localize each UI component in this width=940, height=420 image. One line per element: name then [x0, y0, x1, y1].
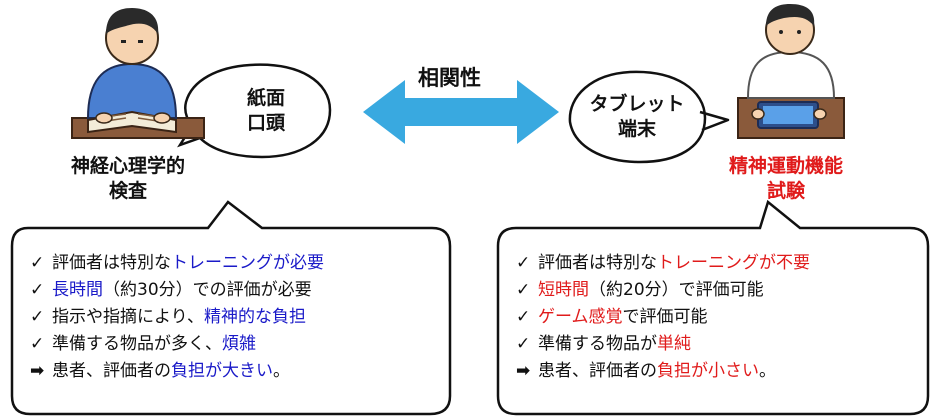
arrow-right-icon: ➡	[516, 361, 531, 381]
check-icon: ✓	[516, 280, 531, 300]
arrow-label: 相関性	[418, 66, 481, 90]
right-list-item: ✓評価者は特別なトレーニングが不要	[516, 250, 810, 277]
left-title-line1: 神経心理学的	[70, 155, 185, 177]
left-bubble-line1: 紙面	[246, 87, 285, 109]
arrow-right-icon: ➡	[30, 361, 45, 381]
right-bubble-line1: タブレット	[589, 93, 685, 115]
left-bubble-line2: 口頭	[246, 112, 285, 134]
check-icon: ✓	[30, 280, 45, 300]
right-callout-box	[496, 199, 930, 416]
right-list-item: ✓ゲーム感覚で評価可能	[516, 304, 810, 331]
check-icon: ✓	[516, 253, 531, 273]
left-list-item: ✓評価者は特別なトレーニングが必要	[30, 250, 324, 277]
left-list-item: ➡患者、評価者の負担が大きい。	[30, 358, 324, 385]
left-list: ✓評価者は特別なトレーニングが必要 ✓長時間（約30分）での評価が必要 ✓指示や…	[30, 250, 324, 385]
check-icon: ✓	[30, 334, 45, 354]
left-bubble-text: 紙面 口頭	[216, 86, 316, 136]
left-callout-box	[10, 200, 452, 416]
right-list-item: ✓準備する物品が単純	[516, 331, 810, 358]
check-icon: ✓	[516, 334, 531, 354]
person-tablet-illustration	[737, 4, 845, 139]
person-reading-illustration	[71, 8, 205, 139]
right-list: ✓評価者は特別なトレーニングが不要 ✓短時間（約20分）で評価可能 ✓ゲーム感覚…	[516, 250, 810, 385]
right-title-line2: 試験	[766, 180, 805, 202]
check-icon: ✓	[30, 253, 45, 273]
right-title-line1: 精神運動機能	[728, 155, 843, 177]
right-title: 精神運動機能 試験	[686, 154, 886, 204]
right-list-item: ✓短時間（約20分）で評価可能	[516, 277, 810, 304]
left-title: 神経心理学的 検査	[28, 154, 228, 204]
right-bubble-line2: 端末	[617, 118, 656, 140]
right-speech-bubble	[568, 70, 730, 164]
check-icon: ✓	[30, 307, 45, 327]
right-bubble-text: タブレット 端末	[572, 92, 702, 142]
right-list-item: ➡患者、評価者の負担が小さい。	[516, 358, 810, 385]
left-speech-bubble	[177, 63, 332, 159]
left-title-line2: 検査	[108, 180, 147, 202]
check-icon: ✓	[516, 307, 531, 327]
left-list-item: ✓指示や指摘により、精神的な負担	[30, 304, 324, 331]
left-list-item: ✓準備する物品が多く、煩雑	[30, 331, 324, 358]
left-list-item: ✓長時間（約30分）での評価が必要	[30, 277, 324, 304]
correlation-arrow	[363, 80, 559, 144]
